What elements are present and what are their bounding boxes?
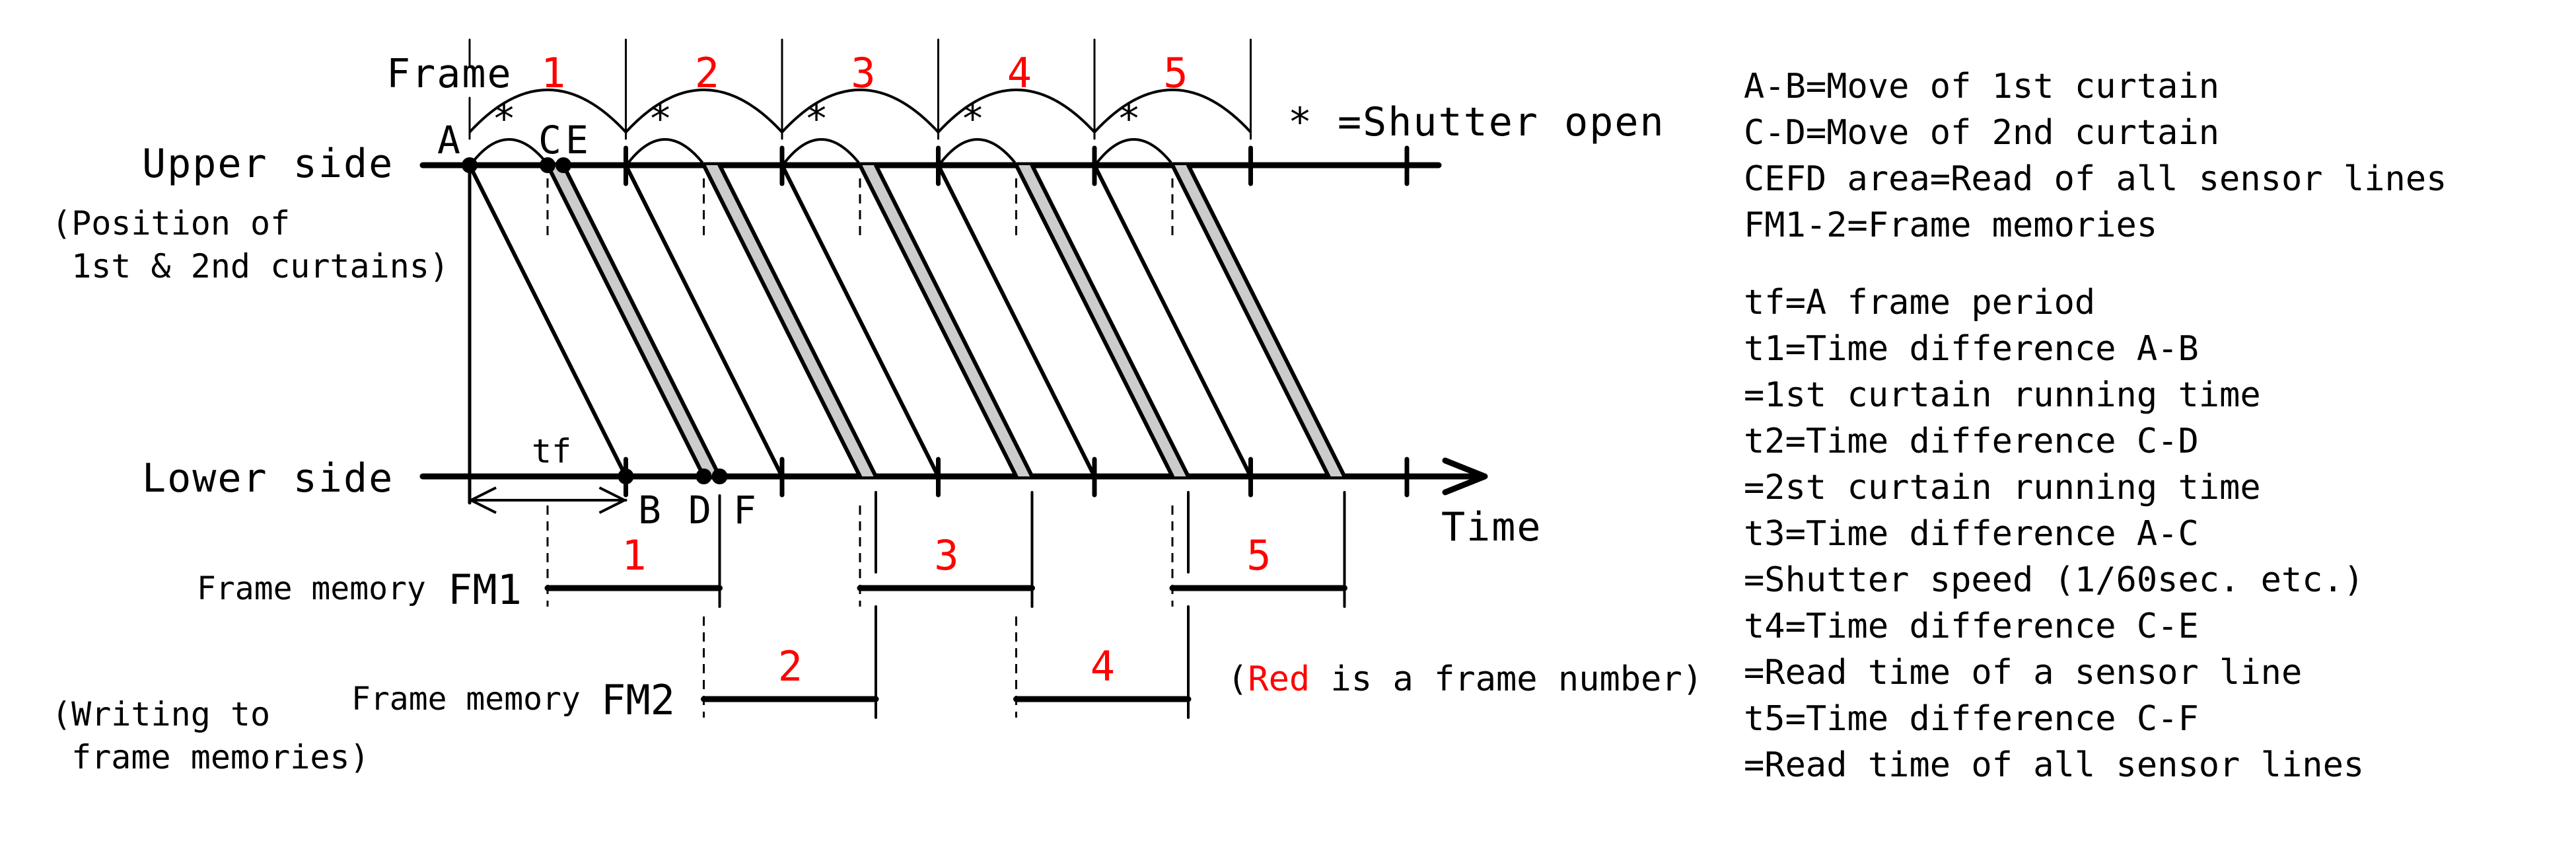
- legend-bottom-item: =1st curtain running time: [1744, 375, 2261, 415]
- first-curtain-line: [1092, 163, 1253, 478]
- read-end-line: [561, 163, 722, 478]
- lower-side-label: Lower side: [142, 455, 394, 502]
- legend-bottom-item: t5=Time difference C-F: [1744, 699, 2199, 739]
- first-curtain-line: [936, 163, 1096, 478]
- frame-arc: [781, 89, 939, 133]
- shutter-open-arc: [627, 138, 704, 164]
- frame-arc: [625, 89, 783, 133]
- frame-number-5: 5: [1163, 49, 1188, 97]
- fm2-name-label: FM2: [601, 676, 675, 724]
- frame-number-1: 1: [541, 49, 565, 97]
- second-curtain-line: [858, 163, 1019, 478]
- frame-number-3: 3: [851, 49, 875, 97]
- position-note-line1: (Position of: [52, 204, 290, 243]
- legend-bottom-item: =Shutter speed (1/60sec. etc.): [1744, 560, 2364, 600]
- second-curtain-line: [701, 163, 862, 478]
- point-a-dot: [462, 157, 478, 173]
- writing-note-line1: (Writing to: [52, 695, 270, 733]
- point-b-dot: [618, 468, 634, 484]
- read-end-line: [1186, 163, 1347, 478]
- shutter-open-mark: *: [492, 96, 517, 142]
- read-end-line: [717, 163, 878, 478]
- frame-arc: [937, 89, 1096, 133]
- time-arrow-head: [1442, 457, 1488, 496]
- point-label-e: E: [565, 118, 589, 163]
- point-label-b: B: [638, 488, 661, 533]
- shutter-open-arc: [471, 138, 548, 164]
- read-area-band: [860, 165, 1032, 476]
- upper-side-label: Upper side: [142, 141, 394, 187]
- shutter-open-arc: [939, 138, 1017, 164]
- legend-bottom-item: t3=Time difference A-C: [1744, 514, 2199, 554]
- shutter-open-arc: [1096, 138, 1172, 164]
- fm1-prefix-label: Frame memory: [197, 570, 426, 607]
- writing-note-line2: frame memories): [52, 738, 370, 776]
- diagram-shapes: [419, 38, 1488, 719]
- point-e-dot: [555, 157, 571, 173]
- second-curtain-line: [1170, 163, 1331, 478]
- fm2-prefix-label: Frame memory: [351, 681, 581, 718]
- position-note-line2: 1st & 2nd curtains): [52, 247, 449, 285]
- read-area-band: [548, 165, 720, 476]
- read-end-line: [1030, 163, 1190, 478]
- point-label-c: C: [538, 118, 561, 163]
- point-label-d: D: [688, 488, 711, 533]
- legend-bottom-item: t1=Time difference A-B: [1744, 329, 2199, 369]
- point-f-dot: [711, 468, 728, 484]
- first-curtain-line: [624, 163, 784, 478]
- fm-frame-number-3: 3: [934, 531, 958, 579]
- shutter-legend-symbol: *: [1288, 99, 1313, 145]
- legend-top-item: C-D=Move of 2nd curtain: [1744, 113, 2219, 153]
- red-note-open: (: [1227, 659, 1248, 699]
- second-curtain-line: [1014, 163, 1174, 478]
- shutter-open-arc: [783, 138, 860, 164]
- frame-arc: [1093, 89, 1252, 133]
- legend-top-item: FM1-2=Frame memories: [1744, 205, 2157, 245]
- point-label-a: A: [437, 118, 460, 163]
- frame-label: Frame: [386, 51, 513, 97]
- legend-bottom-item: =2st curtain running time: [1744, 468, 2261, 507]
- first-curtain-line: [468, 163, 628, 478]
- legend-bottom-item: =Read time of a sensor line: [1744, 653, 2302, 692]
- red-note-red-word: Red: [1248, 659, 1310, 699]
- legend-bottom-item: tf=A frame period: [1744, 283, 2095, 322]
- read-area-band: [703, 165, 876, 476]
- red-note-rest: is a frame number): [1310, 659, 1703, 699]
- legend-bottom-item: =Read time of all sensor lines: [1744, 745, 2364, 785]
- first-curtain-line: [780, 163, 941, 478]
- frame-number-4: 4: [1007, 49, 1032, 97]
- point-d-dot: [696, 468, 712, 484]
- shutter-open-mark: *: [961, 96, 986, 142]
- shutter-open-mark: *: [649, 96, 674, 142]
- frame-number-labels: 1 * 2 * 3 * 4 * 5 * 1 3 5 2 4: [492, 49, 1271, 691]
- tf-label: tf: [532, 432, 571, 470]
- legend-top-item: CEFD area=Read of all sensor lines: [1744, 159, 2447, 199]
- shutter-open-mark: *: [1117, 96, 1142, 142]
- frame-arc: [468, 89, 627, 133]
- shutter-legend-text: =Shutter open: [1338, 99, 1665, 145]
- legend-top-item: A-B=Move of 1st curtain: [1744, 67, 2219, 106]
- read-area-band: [1016, 165, 1188, 476]
- fm-frame-number-5: 5: [1246, 531, 1271, 579]
- second-curtain-line: [546, 163, 706, 478]
- fm-frame-number-2: 2: [778, 642, 803, 691]
- tf-arrow-right: [598, 486, 627, 514]
- read-area-band: [1172, 165, 1345, 476]
- fm-frame-number-4: 4: [1091, 642, 1115, 691]
- legend-bottom-item: t2=Time difference C-D: [1744, 422, 2199, 461]
- shutter-open-mark: *: [805, 96, 830, 142]
- tf-arrow-left: [468, 486, 497, 514]
- time-axis-label: Time: [1441, 504, 1542, 550]
- fm1-name-label: FM1: [448, 566, 522, 614]
- point-label-f: F: [733, 488, 756, 533]
- point-c-dot: [540, 157, 555, 173]
- frame-number-2: 2: [695, 49, 719, 97]
- legend-bottom-item: t4=Time difference C-E: [1744, 607, 2199, 646]
- fm-frame-number-1: 1: [622, 531, 646, 579]
- read-end-line: [874, 163, 1034, 478]
- red-note: (Red is a frame number): [1227, 659, 1703, 699]
